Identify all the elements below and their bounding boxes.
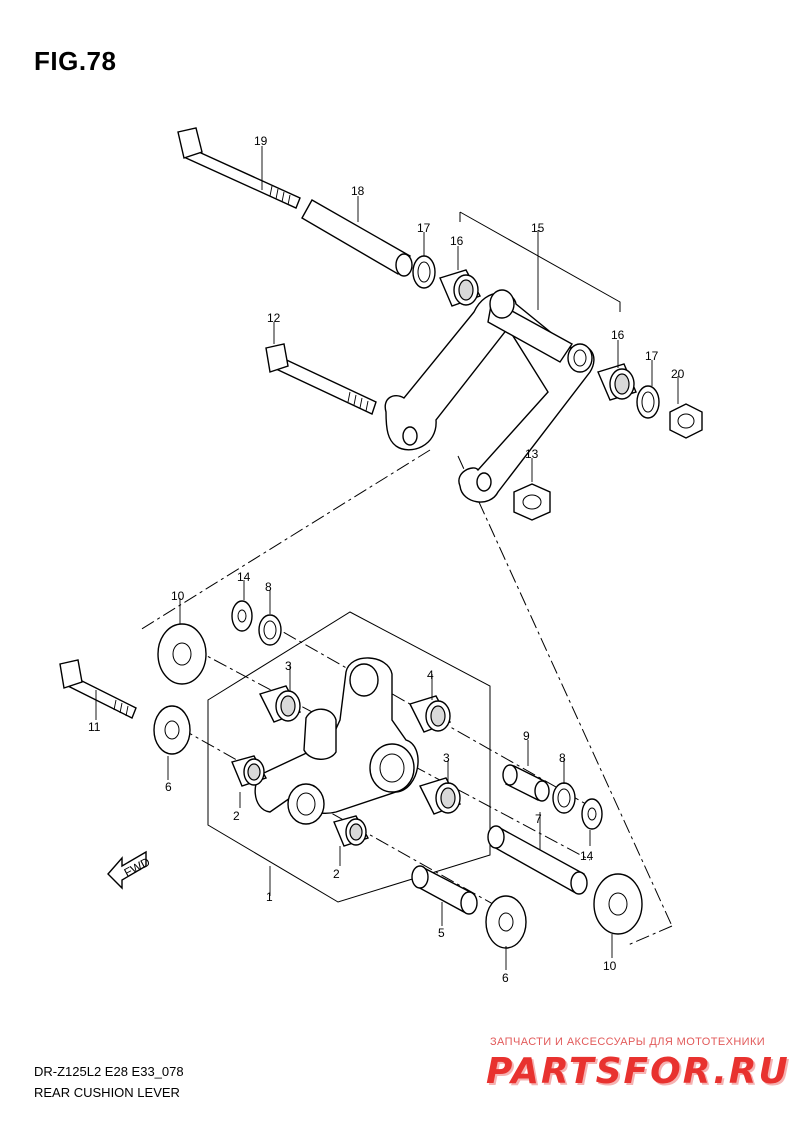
part-8-seal-upper — [258, 614, 282, 646]
callout-6-left: 6 — [165, 780, 172, 794]
diagram-caption: REAR CUSHION LEVER — [34, 1085, 180, 1100]
callout-7: 7 — [535, 812, 542, 826]
callout-13: 13 — [525, 447, 539, 461]
assembly-line — [139, 449, 431, 631]
part-14-washer-upper — [231, 600, 253, 632]
part-7-sleeve — [487, 825, 588, 895]
assembly-line — [457, 455, 673, 927]
part-10-dust-cap-lower — [593, 873, 643, 935]
watermark-logo: PARTSFOR.RU — [486, 1051, 790, 1092]
leader-lines — [95, 146, 679, 970]
part-6-washer-left — [153, 705, 191, 755]
part-13-nut — [513, 483, 551, 521]
part-10-dust-cap-upper — [157, 623, 207, 685]
forward-arrow-label: FWD — [122, 855, 153, 880]
callout-4: 4 — [427, 668, 434, 682]
link-group-bracket — [459, 211, 621, 312]
lever-group-box — [207, 611, 491, 903]
part-3-bearing-lower — [419, 777, 461, 815]
part-19-long-bolt — [177, 127, 301, 209]
callout-14-upper: 14 — [237, 570, 251, 584]
assembly-line — [179, 727, 501, 909]
callout-16-lower: 16 — [611, 328, 625, 342]
part-14-washer-lower — [581, 798, 603, 830]
part-18-sleeve — [301, 199, 413, 277]
part-5-sleeve — [411, 865, 478, 915]
part-11-bolt — [59, 659, 137, 719]
part-4-bearing — [409, 695, 451, 733]
callout-2-upper: 2 — [233, 809, 240, 823]
callout-8-lower: 8 — [559, 751, 566, 765]
part-1-cushion-lever — [254, 657, 419, 825]
part-17-seal-lower — [636, 385, 660, 419]
part-16-bearing-upper — [439, 269, 482, 307]
callout-16-upper: 16 — [450, 234, 464, 248]
part-9-sleeve — [502, 764, 550, 802]
callout-6-bottom: 6 — [502, 971, 509, 985]
callout-1: 1 — [266, 890, 273, 904]
callout-3-lower: 3 — [443, 751, 450, 765]
callout-10-lower: 10 — [603, 959, 617, 973]
part-17-seal-upper — [412, 255, 436, 289]
part-8-seal-lower — [552, 782, 576, 814]
figure-title: FIG.78 — [34, 46, 117, 76]
callout-11: 11 — [88, 720, 101, 734]
callout-10-upper: 10 — [171, 589, 185, 603]
callout-17-upper: 17 — [417, 221, 431, 235]
part-2-bearing-upper — [231, 755, 268, 787]
part-12-bolt — [265, 343, 377, 415]
callout-19: 19 — [254, 134, 268, 148]
part-20-nut — [669, 403, 703, 439]
callout-8-upper: 8 — [265, 580, 272, 594]
callout-20: 20 — [671, 367, 685, 381]
callout-14-lower: 14 — [580, 849, 594, 863]
callout-15: 15 — [531, 221, 545, 235]
part-3-bearing-upper — [259, 685, 301, 723]
part-6-washer-bottom — [485, 895, 527, 949]
callout-17-lower: 17 — [645, 349, 659, 363]
forward-arrow-icon: FWD — [107, 850, 153, 890]
model-code: DR-Z125L2 E28 E33_078 — [34, 1064, 184, 1079]
part-16-bearing-lower — [597, 363, 637, 401]
callout-3-upper: 3 — [285, 659, 292, 673]
callout-9: 9 — [523, 729, 530, 743]
assembly-line — [627, 925, 673, 946]
callout-2-lower: 2 — [333, 867, 340, 881]
part-2-bearing-lower — [333, 815, 370, 847]
watermark-tagline: ЗАПЧАСТИ И АКСЕССУАРЫ ДЛЯ МОТОТЕХНИКИ — [490, 1036, 766, 1048]
callout-5: 5 — [438, 926, 445, 940]
part-15-link-rod — [384, 289, 595, 503]
callout-12: 12 — [267, 311, 281, 325]
callout-18: 18 — [351, 184, 365, 198]
